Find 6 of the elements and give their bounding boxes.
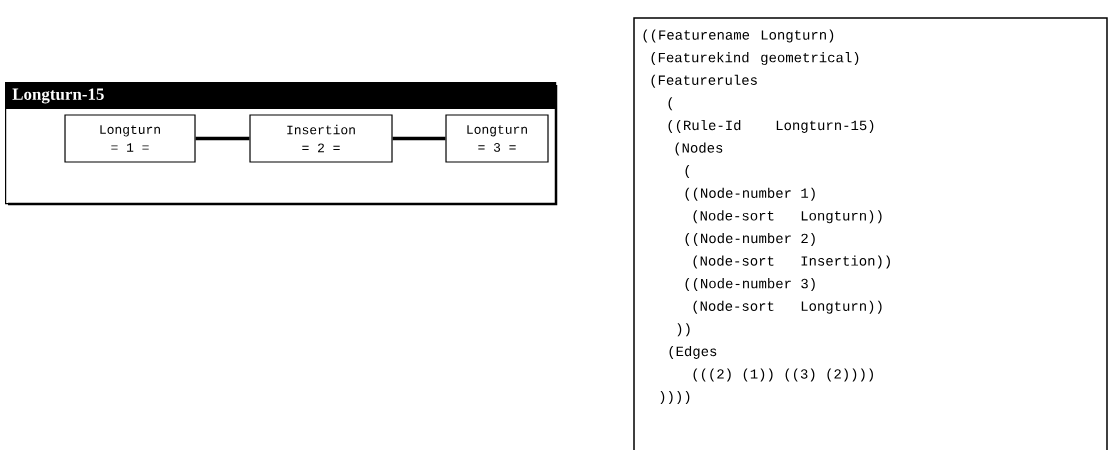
node-box: Longturn = 1 = (64, 114, 196, 163)
connector-line (392, 136, 446, 141)
code-listing: ((Featurename Longturn) (Featurekind geometrical) (Featurerules ( ((Rule-Id Longturn-15) (Nodes ( ((Node-number 1) (Node-sort Longturn)) ((Node-number 2) (Node-sort Insertion)) ((Node-number 3) (Node-sort Longturn)) )) (Edges (((2) (1)) ((3) (2)))) )))) (633, 17, 1108, 450)
node-box: Insertion = 2 = (249, 114, 393, 163)
connector-line (195, 136, 250, 141)
node-box: Longturn = 3 = (445, 114, 549, 163)
